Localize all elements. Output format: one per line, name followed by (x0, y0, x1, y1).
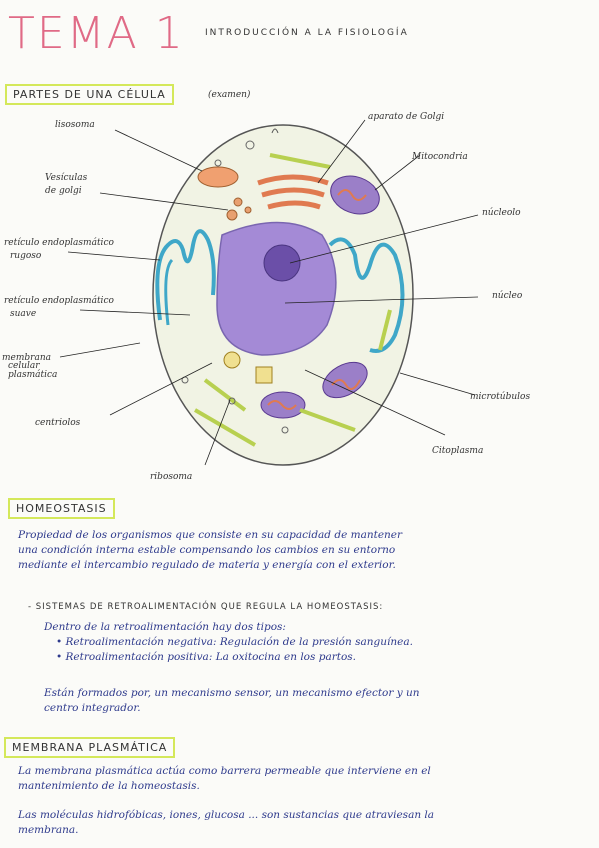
type-bullet: • Retroalimentación positiva: La oxitoci… (56, 651, 356, 663)
type-bullet: • Retroalimentación negativa: Regulación… (56, 636, 413, 648)
label-microtubulos: microtúbulos (470, 391, 530, 402)
membrana-line: membrana. (18, 824, 79, 836)
types-intro: Dentro de la retroalimentación hay dos t… (44, 621, 286, 633)
label-mitocondria: Mitocondria (411, 152, 468, 162)
membrana-body: La membrana plasmática actúa como barrer… (18, 764, 593, 838)
label-membrana: membrana (2, 353, 51, 363)
centriole (223, 351, 241, 369)
label-golgi: aparato de Golgi (368, 112, 444, 122)
label-nucleolo: núcleolo (482, 207, 521, 218)
nucleolus (263, 244, 301, 282)
label-citoplasma: Citoplasma (432, 446, 483, 456)
section-title-membrana: MEMBRANA PLASMÁTICA (4, 737, 176, 758)
homeostasis-line: mediante el intercambio regulado de mate… (18, 559, 396, 571)
label-membrana-3: plasmática (8, 369, 57, 380)
membrana-line: La membrana plasmática actúa como barrer… (18, 765, 431, 777)
label-vesiculas: Vesículas (45, 172, 88, 183)
homeostasis-types: Dentro de la retroalimentación hay dos t… (44, 620, 584, 665)
mitochondria-top (330, 175, 380, 215)
homeostasis-line: una condición interna estable compensand… (18, 544, 396, 556)
homeostasis-line: Propiedad de los organismos que consiste… (18, 529, 403, 541)
cell-diagram: lisosoma Vesículas de golgi retículo end… (2, 112, 530, 482)
nucleus (216, 221, 337, 356)
section-title-cell: PARTES DE UNA CÉLULA (5, 84, 174, 105)
label-reticulo-liso-2: suave (10, 309, 36, 319)
label-lisosoma: lisosoma (55, 120, 95, 130)
label-reticulo-rugoso-2: rugoso (10, 251, 42, 261)
membrana-line: Las moléculas hidrofóbicas, iones, gluco… (18, 809, 435, 821)
homeostasis-body: Propiedad de los organismos que consiste… (18, 528, 588, 573)
homeostasis-subtitle: - SISTEMAS DE RETROALIMENTACIÓN QUE REGU… (28, 602, 384, 612)
membrana-line: mantenimiento de la homeostasis. (18, 780, 200, 792)
rough-er-right (328, 237, 405, 353)
page-title: TEMA 1 (8, 8, 185, 59)
golgi-apparatus (257, 174, 329, 186)
label-vesiculas-2: de golgi (45, 186, 82, 196)
closing-line: centro integrador. (44, 702, 141, 714)
label-ribosoma: ribosoma (150, 472, 192, 482)
label-centriolos: centriolos (35, 418, 81, 428)
section-title-homeostasis: HOMEOSTASIS (8, 498, 115, 519)
closing-line: Están formados por, un mecanismo sensor,… (44, 687, 420, 699)
rough-er-left (155, 229, 216, 321)
label-nucleo: núcleo (492, 290, 523, 301)
lysosome (197, 166, 239, 188)
exam-note: (examen) (208, 90, 251, 100)
label-reticulo-rugoso: retículo endoplasmático (4, 237, 114, 248)
homeostasis-closing: Están formados por, un mecanismo sensor,… (44, 686, 584, 716)
page-subtitle: INTRODUCCIÓN A LA FISIOLOGÍA (205, 28, 409, 38)
label-membrana-2: celular (8, 361, 40, 371)
label-reticulo-liso: retículo endoplasmático (4, 295, 114, 306)
